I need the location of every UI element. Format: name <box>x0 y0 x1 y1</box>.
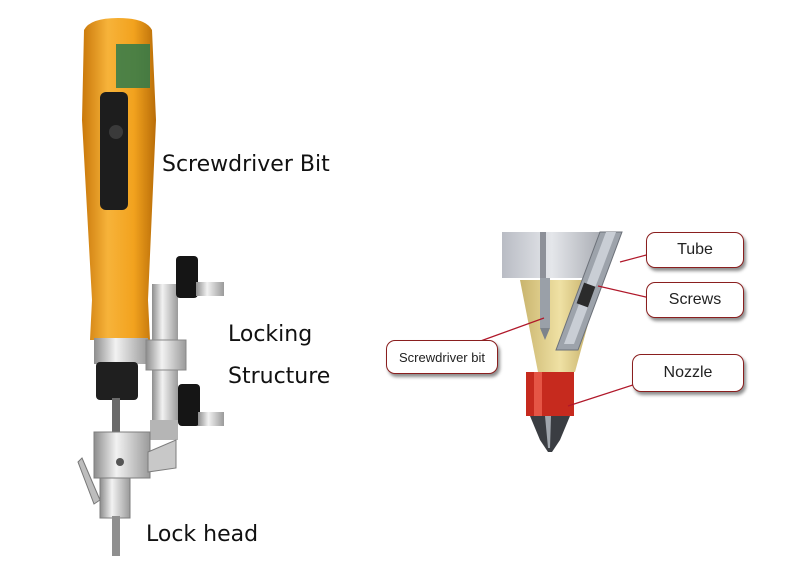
lock-head-cutaway-illustration <box>502 231 623 452</box>
driver-switch <box>100 92 128 210</box>
label-screwdriver-bit: Screwdriver Bit <box>162 152 330 177</box>
leader-nozzle <box>567 383 637 407</box>
electric-screwdriver-illustration <box>77 18 224 556</box>
label-lock-head: Lock head <box>146 522 259 547</box>
label-locking-structure-line2: Structure <box>228 364 331 389</box>
lock-head-block <box>93 431 151 479</box>
driver-chuck <box>96 362 138 400</box>
leader-tube <box>619 253 651 263</box>
callout-screwdriver-bit: Screwdriver bit <box>386 340 498 374</box>
air-fitting-top <box>176 256 198 298</box>
callout-nozzle: Nozzle <box>632 354 744 392</box>
screw-in-tube <box>576 282 596 308</box>
label-locking-structure-line1: Locking <box>228 322 313 347</box>
air-fitting-bottom <box>178 384 200 426</box>
leader-screws <box>597 285 651 299</box>
callout-screws: Screws <box>646 282 744 318</box>
callout-tube: Tube <box>646 232 744 268</box>
driver-label-sticker <box>116 44 150 88</box>
driver-collar <box>94 338 148 364</box>
bit-shaft <box>540 278 550 328</box>
